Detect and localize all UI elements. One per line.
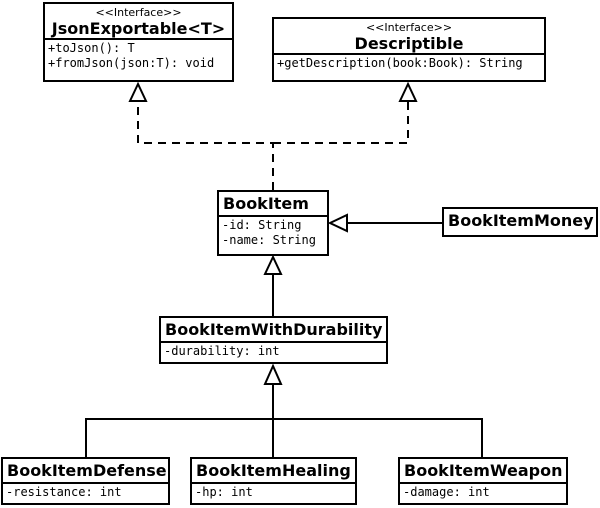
method-get-description: +getDescription(book:Book): String	[277, 56, 523, 70]
field-durability: -durability: int	[164, 344, 280, 358]
class-name: Descriptible	[354, 34, 464, 53]
method-from-json: +fromJson(json:T): void	[48, 56, 215, 70]
inheritance-arrowhead-money	[327, 213, 348, 233]
class-members: -hp: int	[192, 484, 355, 502]
field-id: -id: String	[222, 218, 302, 232]
inheritance-arrowhead-durability	[263, 254, 283, 275]
class-members: +toJson(): T +fromJson(json:T): void	[45, 40, 232, 73]
realization-line-descriptible	[273, 101, 409, 144]
method-to-json: +toJson(): T	[48, 41, 135, 55]
stereotype-label: <<Interface>>	[365, 21, 453, 34]
class-members: -damage: int	[400, 484, 566, 502]
inheritance-line-weapon	[273, 418, 483, 457]
inheritance-line-defense	[85, 418, 273, 457]
class-name: JsonExportable<T>	[51, 19, 226, 38]
class-header: BookItemMoney	[444, 209, 596, 232]
class-header: BookItemWeapon	[400, 459, 566, 484]
class-descriptible[interactable]: <<Interface>> Descriptible +getDescripti…	[272, 17, 546, 82]
realization-arrowhead-descriptible	[398, 81, 418, 102]
realization-arrowhead-json-exportable	[128, 81, 148, 102]
class-name: BookItemMoney	[448, 211, 594, 230]
class-name: BookItemDefense	[7, 461, 167, 480]
class-header: BookItemHealing	[192, 459, 355, 484]
class-book-item-healing[interactable]: BookItemHealing -hp: int	[190, 457, 357, 505]
class-book-item-with-durability[interactable]: BookItemWithDurability -durability: int	[159, 316, 388, 364]
class-header: BookItem	[219, 192, 327, 217]
class-members: +getDescription(book:Book): String	[274, 55, 544, 73]
class-name: BookItemHealing	[196, 461, 351, 480]
class-name: BookItemWithDurability	[165, 320, 383, 339]
class-members: -id: String -name: String	[219, 217, 327, 250]
class-header: BookItemDefense	[3, 459, 168, 484]
inheritance-arrowhead-subclasses	[263, 363, 283, 385]
field-resistance: -resistance: int	[6, 485, 122, 499]
field-damage: -damage: int	[403, 485, 490, 499]
class-book-item[interactable]: BookItem -id: String -name: String	[217, 190, 329, 256]
class-members: -durability: int	[161, 343, 386, 361]
field-hp: -hp: int	[195, 485, 253, 499]
class-json-exportable[interactable]: <<Interface>> JsonExportable<T> +toJson(…	[43, 2, 234, 82]
class-book-item-defense[interactable]: BookItemDefense -resistance: int	[1, 457, 170, 505]
stereotype-label: <<Interface>>	[95, 6, 182, 19]
class-book-item-money[interactable]: BookItemMoney	[442, 207, 598, 237]
class-name: BookItemWeapon	[404, 461, 563, 480]
class-members: -resistance: int	[3, 484, 168, 502]
class-header: <<Interface>> JsonExportable<T>	[45, 4, 232, 40]
realization-line-json-exportable	[137, 101, 274, 190]
class-name: BookItem	[223, 194, 309, 213]
class-header: BookItemWithDurability	[161, 318, 386, 343]
field-name: -name: String	[222, 233, 316, 247]
class-book-item-weapon[interactable]: BookItemWeapon -damage: int	[398, 457, 568, 505]
class-header: <<Interface>> Descriptible	[274, 19, 544, 55]
